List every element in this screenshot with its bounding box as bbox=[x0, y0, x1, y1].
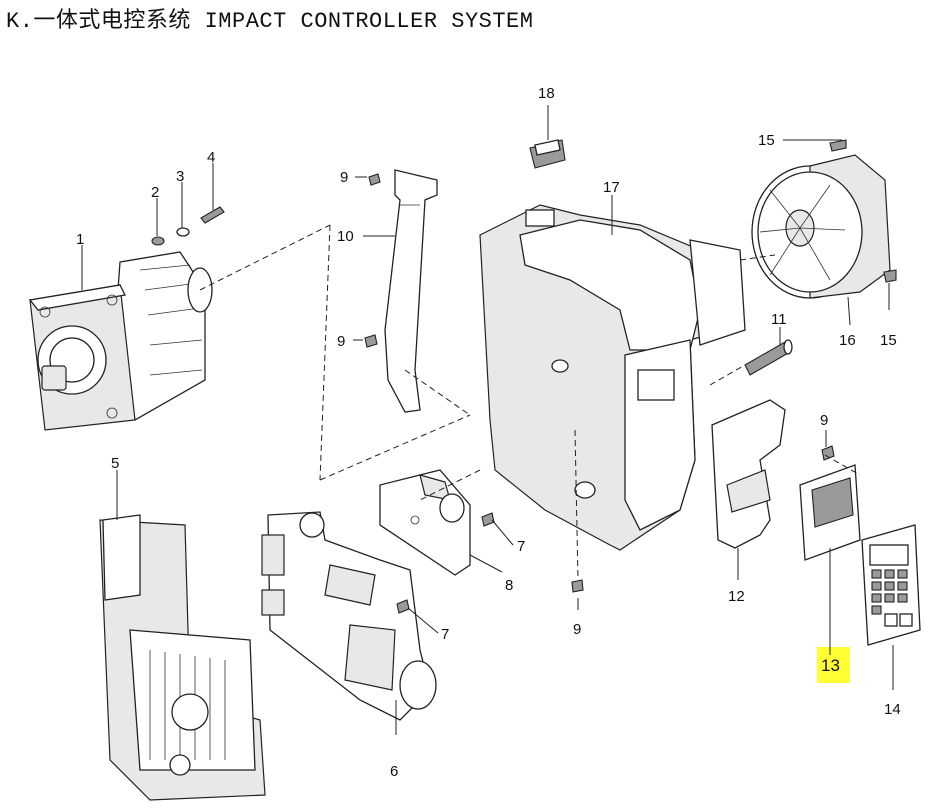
part-number-11: 11 bbox=[771, 311, 787, 328]
part-number-14: 14 bbox=[884, 701, 901, 718]
assembly-lines bbox=[199, 224, 861, 581]
part-number-7b: 7 bbox=[441, 626, 449, 643]
highlight-box-13 bbox=[817, 647, 850, 683]
part-number-16: 16 bbox=[839, 332, 856, 349]
leader-lines bbox=[81, 105, 894, 735]
diagram-title: K.一体式电控系统 IMPACT CONTROLLER SYSTEM bbox=[6, 9, 534, 34]
part-number-5: 5 bbox=[111, 455, 119, 472]
part-display-board bbox=[799, 464, 861, 561]
part-heatsink bbox=[99, 514, 266, 801]
part-small-pcb bbox=[379, 469, 471, 576]
part-number-15b: 15 bbox=[880, 332, 897, 349]
part-fan bbox=[751, 154, 891, 299]
part-number-10: 10 bbox=[337, 228, 354, 245]
part-screw-7a bbox=[481, 512, 495, 527]
part-bracket bbox=[384, 169, 438, 413]
part-washer-3 bbox=[176, 227, 190, 237]
part-number-12: 12 bbox=[728, 588, 745, 605]
part-screw-9c bbox=[821, 445, 835, 461]
part-screw-4 bbox=[200, 206, 225, 224]
part-main-pcb bbox=[261, 511, 437, 721]
part-screw-15-top bbox=[829, 139, 847, 152]
part-number-4: 4 bbox=[207, 149, 215, 166]
part-number-15a: 15 bbox=[758, 132, 775, 149]
part-keypad bbox=[861, 524, 921, 646]
part-screw-9d bbox=[571, 579, 584, 593]
part-number-6: 6 bbox=[390, 763, 398, 780]
part-washer-2 bbox=[151, 236, 165, 246]
part-number-13: 13 bbox=[821, 656, 840, 675]
part-screw-9a bbox=[368, 173, 381, 186]
part-switch bbox=[529, 139, 566, 169]
part-number-17: 17 bbox=[603, 179, 620, 196]
part-number-1: 1 bbox=[76, 231, 84, 248]
part-number-3: 3 bbox=[176, 168, 184, 185]
part-housing bbox=[479, 204, 746, 551]
part-screw-9b bbox=[364, 334, 378, 348]
part-motor bbox=[28, 251, 213, 431]
part-number-7a: 7 bbox=[517, 538, 525, 555]
part-screw-11 bbox=[744, 339, 793, 376]
part-number-2: 2 bbox=[151, 184, 159, 201]
part-screw-15-bottom bbox=[883, 269, 897, 283]
part-number-9a: 9 bbox=[340, 169, 348, 186]
part-number-8: 8 bbox=[505, 577, 513, 594]
part-number-9d: 9 bbox=[573, 621, 581, 638]
part-number-9b: 9 bbox=[337, 333, 345, 350]
part-number-18: 18 bbox=[538, 85, 555, 102]
part-number-9c: 9 bbox=[820, 412, 828, 429]
part-cover-plate bbox=[711, 399, 786, 549]
